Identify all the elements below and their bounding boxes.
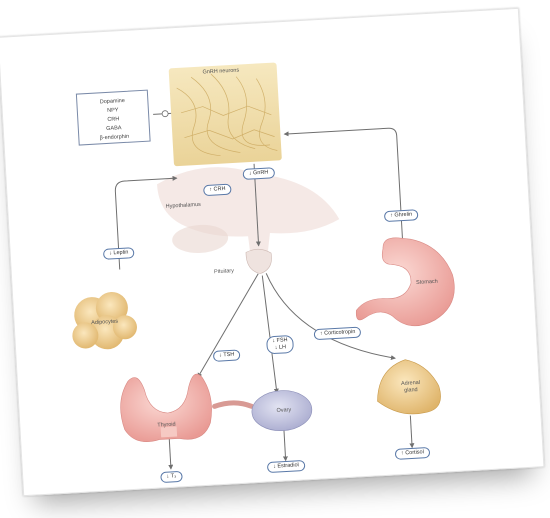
arrow-tsh (192, 274, 263, 378)
stomach-shape (352, 235, 456, 329)
thyroid-label: Thyroid (157, 422, 176, 429)
diagram-card: GnRH neurons Hypothalamus Pituitary Dopa… (0, 8, 544, 496)
crh-pill: ↑ CRH (203, 184, 232, 197)
arrow-estradiol (284, 431, 286, 461)
t3-pill: ↓ T₃ (160, 471, 182, 483)
cortisol-pill: ↑ Cortisol (395, 447, 430, 460)
estradiol-pill: ↓ Estradiol (267, 460, 305, 473)
diagram-svg (0, 9, 543, 495)
ovary-shape (214, 389, 313, 434)
gnrh-pill: ↓ GnRH (243, 167, 275, 180)
inhibition-node (162, 111, 168, 117)
fsh-lh-pill: ↓ FSH ↓ LH (266, 335, 294, 354)
pituitary-gland (246, 248, 273, 274)
tsh-pill: ↓ TSH (213, 349, 241, 362)
neurotransmitter-box: Dopamine NPY CRH GABA β-endorphin (76, 90, 151, 146)
pituitary-label: Pituitary (214, 268, 234, 275)
arrow-fsh-lh (262, 275, 277, 393)
adrenal-label: Adrenal gland (395, 380, 426, 396)
ovary-label: Ovary (276, 407, 291, 414)
ghrelin-pill: ↑ Ghrelin (384, 209, 419, 222)
arrow-cortisol (410, 415, 412, 447)
fsh-label: ↓ FSH (272, 337, 288, 344)
stomach-label: Stomach (416, 279, 438, 286)
leptin-pill: ↓ Leptin (103, 247, 135, 260)
lh-label: ↓ LH (275, 344, 287, 351)
